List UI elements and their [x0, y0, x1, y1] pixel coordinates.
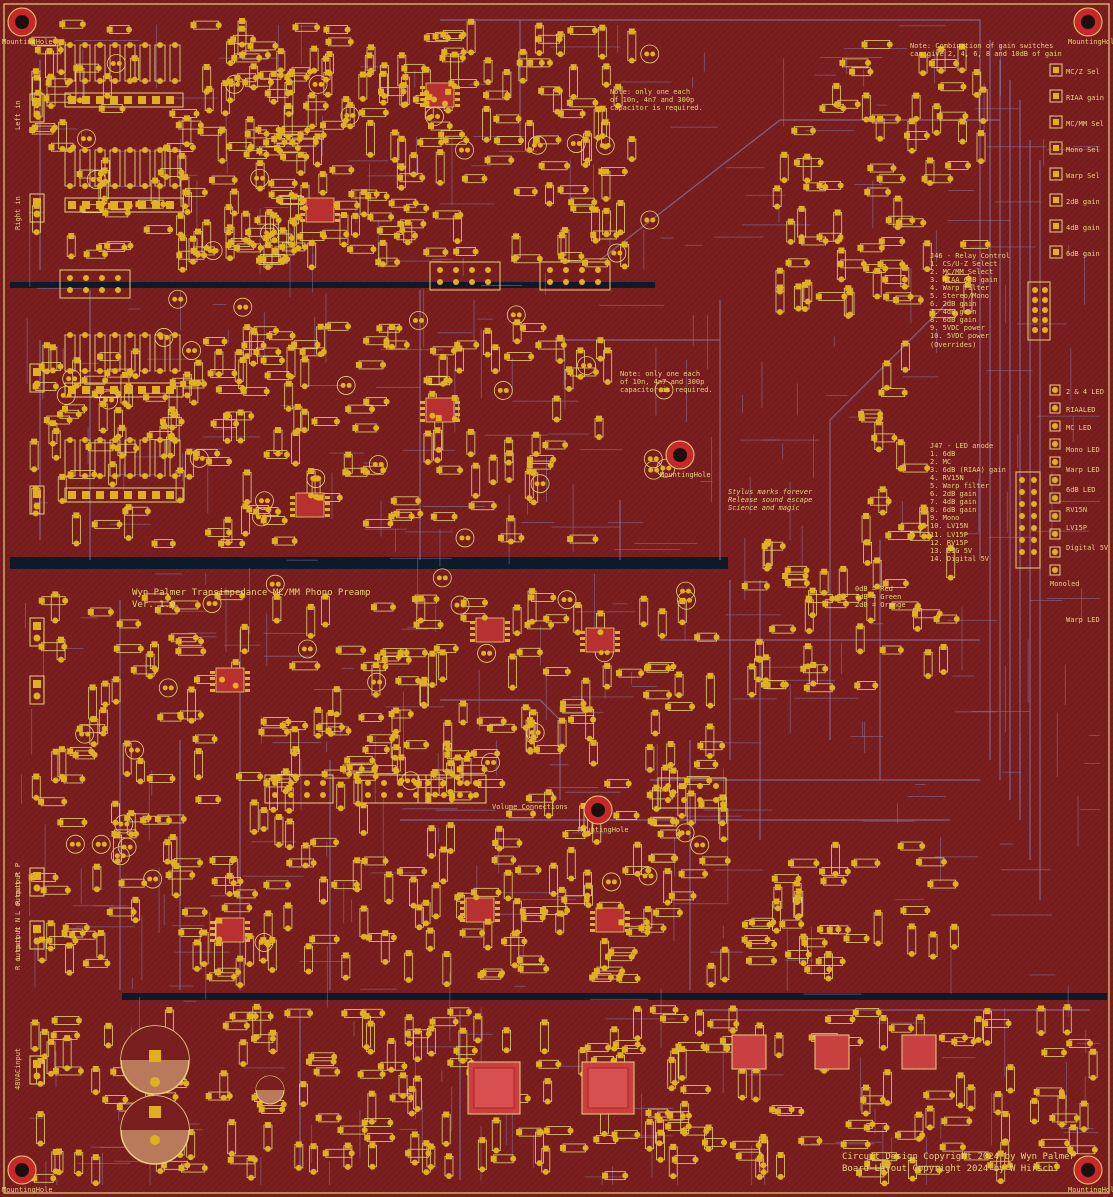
connector-label: Left in	[14, 100, 22, 130]
psu-capacitor-c110	[120, 1025, 190, 1095]
led-label: Warp LED	[1066, 616, 1100, 624]
mounting-hole-label: MountingHole	[1068, 38, 1113, 46]
connector-label: 48VACinput	[14, 1047, 22, 1090]
connector-label: R output N	[14, 927, 22, 970]
led-label: RV15N	[1066, 506, 1088, 514]
mounting-hole	[1073, 1155, 1103, 1185]
led-label: 6dB LED	[1066, 486, 1096, 494]
led-label: Mono LED	[1066, 446, 1100, 454]
regulator-module-left	[467, 1061, 521, 1115]
dcdc-module-1	[731, 1034, 767, 1070]
volume-connections-label: Volume Connections	[492, 803, 568, 811]
isolation-slot-top	[10, 282, 655, 288]
pad-group	[28, 17, 1098, 1187]
stylus-poem: Stylus marks forever Release sound escap…	[728, 488, 813, 513]
dcdc-module-2	[814, 1034, 850, 1070]
led-anode-note: J47 - LED anode 1. 6dB 2. MC 3. 6dB (RIA…	[930, 442, 1006, 563]
psu-capacitor-c112	[255, 1075, 285, 1105]
connector-label: RIAA gain	[1066, 94, 1104, 102]
mounting-hole-label: MountingHole	[578, 826, 629, 834]
connector-label: MC/Z Sel	[1066, 68, 1100, 76]
connector-label: Mono Sel	[1066, 146, 1100, 154]
board-version: Ver. 1.0	[132, 600, 176, 610]
connector-label: 6dB gain	[1066, 250, 1100, 258]
dcdc-module-3	[901, 1034, 937, 1070]
copyright-layout: Board Layout Copyright 2024 by W Hirsch.	[842, 1164, 1059, 1174]
connector-label: Warp Sel	[1066, 172, 1100, 180]
mounting-hole-label: MountingHole	[660, 471, 711, 479]
psu-capacitor-c111	[120, 1095, 190, 1165]
connector-label: 4dB gain	[1066, 224, 1100, 232]
connector-label: MC/MM Sel	[1066, 120, 1104, 128]
gain-switch-note: Note: Combination of gain switches can g…	[910, 42, 1062, 59]
mounting-hole	[583, 795, 613, 825]
led-label: RIAALED	[1066, 406, 1096, 414]
bicolor-led-note: 0dB = Red 4dB = Green 2dB = Orange	[855, 585, 906, 610]
mounting-hole-label: MountingHole	[2, 38, 53, 46]
board-title: Wyn Palmer Transimpedance MC/MM Phono Pr…	[132, 588, 371, 598]
mounting-hole-label: MountingHole	[1068, 1186, 1113, 1194]
isolation-slot-bottom	[122, 993, 1107, 1000]
connector-label: 2dB gain	[1066, 198, 1100, 206]
isolation-slot-middle	[10, 557, 728, 569]
connector-label: Right in	[14, 196, 22, 230]
led-label: MC LED	[1066, 424, 1092, 432]
led-label: LV15P	[1066, 524, 1088, 532]
riaa-note-mid: Note: only one each of 10n, 4n7 and 300p…	[620, 370, 713, 395]
riaa-note-top: Note: only one each of 10n, 4n7 and 300p…	[610, 88, 703, 113]
mounting-hole	[7, 1155, 37, 1185]
board-outline	[3, 3, 1110, 1194]
mounting-hole	[1073, 7, 1103, 37]
led-label: Monoled	[1050, 580, 1080, 588]
connector-label: R output P	[14, 862, 22, 905]
mounting-hole	[7, 7, 37, 37]
led-label: Warp LED	[1066, 466, 1100, 474]
relay-control-note: J46 - Relay Control 1. CS/U-Z Select 2. …	[930, 252, 1011, 349]
regulator-module-right	[581, 1061, 635, 1115]
mounting-hole	[665, 440, 695, 470]
led-label: 2 & 4 LED	[1066, 388, 1104, 396]
mounting-hole-label: MountingHole	[2, 1186, 53, 1194]
copyright-design: Circuit Design Copyright 2024 by Wyn Pal…	[842, 1152, 1075, 1162]
led-label: Digital 5V	[1066, 544, 1109, 552]
